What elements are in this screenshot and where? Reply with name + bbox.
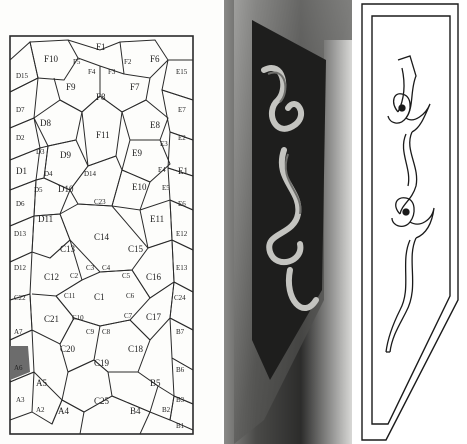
label-f2: F2 [124,58,132,66]
label-b5: B5 [150,378,161,388]
label-f5: F5 [73,58,81,66]
ornament-scroll [386,56,434,352]
label-a3: A3 [16,396,25,404]
label-e13: E13 [176,264,188,272]
label-f7: F7 [130,82,140,92]
label-c15: C15 [128,244,144,254]
label-c6: C6 [126,292,135,300]
label-c21: C21 [44,314,59,324]
label-e3: E3 [160,140,168,148]
label-c3: C3 [86,264,95,272]
label-d3: D3 [36,148,45,156]
label-f9: F9 [66,82,76,92]
label-d15: D15 [16,72,29,80]
label-e7: E7 [178,106,186,114]
label-e2: E2 [178,134,186,142]
label-c17: C17 [146,312,162,322]
label-c19: C19 [94,358,110,368]
label-c12: C12 [44,272,59,282]
label-d4: D4 [44,170,53,178]
label-c9: C9 [86,328,95,336]
label-e6: E6 [178,200,186,208]
label-a5: A5 [36,378,47,388]
label-f8: F8 [96,92,106,102]
metal-relief-svg [224,0,352,444]
label-d6: D6 [16,200,25,208]
label-c10: C10 [72,314,84,322]
label-c16: C16 [146,272,162,282]
label-e10: E10 [132,182,147,192]
label-e12: E12 [176,230,188,238]
label-c20: C20 [60,344,76,354]
label-d12: D12 [14,264,27,272]
label-b6: B6 [176,366,185,374]
label-e15: E15 [176,68,188,76]
label-d7: D7 [16,106,25,114]
ornament-drawing-svg [354,0,467,444]
label-c5: C5 [122,272,131,280]
label-d10: D10 [58,184,74,194]
label-f1: F1 [96,42,106,52]
label-c23: C23 [94,198,106,206]
label-b2: B2 [162,406,171,414]
label-f10: F10 [44,54,59,64]
ornament-line-drawing [354,0,467,444]
label-b3: B3 [176,396,185,404]
label-c1: C1 [94,292,105,302]
label-d11: D11 [38,214,53,224]
label-c2: C2 [70,272,79,280]
label-e11: E11 [150,214,164,224]
label-d9: D9 [60,150,71,160]
label-a7: A7 [14,328,23,336]
label-b1: B1 [176,422,185,430]
label-d5: D5 [34,186,43,194]
label-f11: F11 [96,130,110,140]
label-f3: F3 [108,68,116,76]
label-f4: F4 [88,68,96,76]
label-c22: C22 [14,294,26,302]
label-d1: D1 [16,166,27,176]
metal-relief-photo [224,0,352,444]
label-a4: A4 [58,406,69,416]
label-c24: C24 [174,294,186,302]
label-a2: A2 [36,406,45,414]
label-d13: D13 [14,230,27,238]
label-c7: C7 [124,312,133,320]
label-e4: E4 [158,166,166,174]
tile-labels: F1 F10 F5 F4 F3 F2 F6 F9 F8 F7 F11 D15 D… [14,42,188,430]
label-c4: C4 [102,264,111,272]
label-e5: E5 [162,184,170,192]
label-c18: C18 [128,344,144,354]
label-c8: C8 [102,328,111,336]
label-b7: B7 [176,328,185,336]
label-c14: C14 [94,232,110,242]
tile-layout-diagram: F1 F10 F5 F4 F3 F2 F6 F9 F8 F7 F11 D15 D… [0,0,222,444]
label-d14: D14 [84,170,97,178]
label-e8: E8 [150,120,160,130]
label-a6: A6 [14,364,23,372]
label-f6: F6 [150,54,160,64]
tile-layout-svg: F1 F10 F5 F4 F3 F2 F6 F9 F8 F7 F11 D15 D… [0,0,222,444]
label-e9: E9 [132,148,142,158]
label-d8: D8 [40,118,51,128]
label-c13: C13 [60,244,76,254]
label-e1: E1 [178,166,188,176]
label-b4: B4 [130,406,141,416]
label-c11: C11 [64,292,76,300]
label-d2: D2 [16,134,25,142]
label-c25: C25 [94,396,110,406]
